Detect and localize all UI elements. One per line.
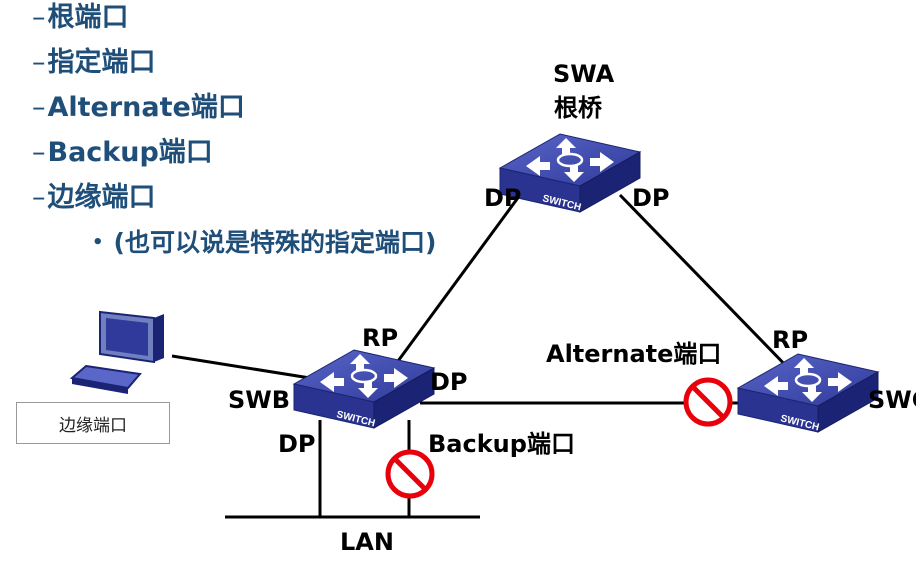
- port-label-swb-right: DP: [430, 368, 468, 396]
- port-label-swb-up: RP: [362, 324, 399, 352]
- port-label-swb-down: DP: [278, 430, 316, 458]
- blocked-alternate-icon: [686, 380, 730, 424]
- alternate-port-label: Alternate端口: [546, 340, 722, 368]
- port-label-swc-up: RP: [772, 326, 809, 354]
- link-pc-swb: [171, 354, 311, 380]
- lan-label: LAN: [340, 528, 394, 556]
- swa-name-label: SWA: [553, 60, 615, 88]
- bullet-designated-port: –指定端口: [32, 47, 156, 78]
- blocked-backup-icon: [388, 452, 432, 496]
- switch-icon-swb: [292, 348, 436, 431]
- sub-bullet-note: •(也可以说是特殊的指定端口): [92, 228, 437, 257]
- bullet-backup-port: –Backup端口: [32, 137, 213, 168]
- edge-port-callout: 边缘端口: [16, 402, 170, 444]
- bullet-alternate-port: –Alternate端口: [32, 92, 245, 123]
- port-label-swa-right: DP: [632, 184, 670, 212]
- link-swa-swc: [618, 193, 797, 377]
- backup-port-label: Backup端口: [428, 430, 575, 458]
- bullet-root-port: –根端口: [32, 2, 129, 33]
- swa-role-label: 根桥: [554, 94, 602, 122]
- switch-icon-swc: [736, 352, 880, 435]
- edge-port-callout-text: 边缘端口: [59, 415, 127, 436]
- bullet-edge-port: –边缘端口: [32, 182, 156, 213]
- computer-icon: [69, 310, 164, 394]
- link-swb-swa: [388, 194, 522, 373]
- port-label-swa-left: DP: [484, 184, 522, 212]
- swc-name-label: SWC: [868, 386, 916, 414]
- swb-name-label: SWB: [228, 386, 291, 414]
